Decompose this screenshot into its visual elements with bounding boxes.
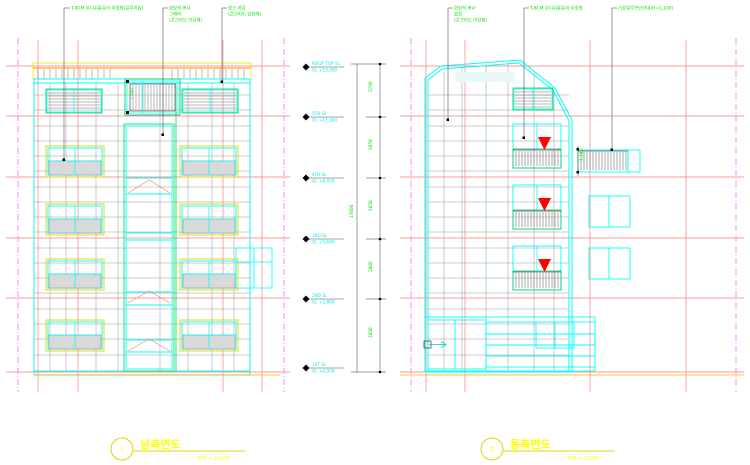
level-mark-3f: 3RD SL GL +5,600 bbox=[302, 233, 344, 245]
annex-block-south bbox=[235, 247, 273, 289]
sash-height-label: 1,200 bbox=[129, 88, 134, 100]
south-elevation-view: 1,200 bbox=[6, 5, 290, 392]
elevation-marker-icon bbox=[538, 137, 551, 150]
level-and-dimension-column: ROOF TOP SL GL +13,600 5TH SL GL +11,300… bbox=[302, 61, 386, 374]
annotation-text: T-8CM 온디쉬롱유리 이중창(알루미늄) bbox=[70, 5, 144, 12]
view-number-circle bbox=[480, 437, 504, 461]
overall-dimension-value: 13600 bbox=[349, 204, 354, 218]
annotation-east-3: 기성알루민난간대(H=1,100) bbox=[618, 5, 674, 12]
balcony-window-2f-left bbox=[45, 258, 105, 291]
view-title: 남측면도 bbox=[140, 437, 180, 451]
louver-window-east-5f bbox=[512, 87, 554, 111]
annotation-east-1: 화강석 버너 슬럽 (콘크리트 마감재) bbox=[454, 5, 487, 24]
parapet-louver-south bbox=[37, 69, 245, 79]
east-elevation-view: 1,100 bbox=[400, 5, 744, 392]
leader-lines-south bbox=[62, 7, 227, 161]
annotation-south-3: 징크 마감 (콘크리트 강화재) bbox=[228, 5, 261, 18]
balcony-window-2f-right bbox=[179, 258, 239, 291]
stair-tower-south bbox=[123, 123, 175, 372]
elevation-marker-icon bbox=[538, 198, 551, 211]
level-elevation: GL +13,600 bbox=[312, 68, 337, 73]
leader-lines-east bbox=[446, 7, 617, 151]
level-name: 1ST SL bbox=[312, 362, 327, 367]
dimension-value: 2850 bbox=[368, 139, 373, 150]
dimension-chain: 2700 2850 2850 2800 2800 13600 bbox=[349, 62, 386, 374]
annotation-text: 슬럽 bbox=[454, 11, 462, 18]
level-elevation: GL +11,300 bbox=[312, 118, 337, 123]
annotation-south-1: T-8CM 온디쉬롱유리 이중창(알루미늄) bbox=[70, 5, 144, 12]
annotation-text: 화강석 버너 bbox=[169, 5, 191, 12]
view-number: 1 bbox=[120, 446, 124, 454]
side-window-east-2f bbox=[588, 247, 631, 280]
centerlines-south bbox=[17, 38, 285, 392]
view-number: 2 bbox=[490, 446, 494, 454]
annotation-text: T-8CM 온디쉬롱유리 이중창 bbox=[529, 5, 583, 12]
ground-floor-east bbox=[424, 316, 596, 372]
dimension-value: 2800 bbox=[368, 261, 373, 272]
annotation-text: 기성알루민난간대(H=1,100) bbox=[618, 5, 674, 12]
balcony-window-4f-left bbox=[45, 145, 105, 178]
balcony-east-3f bbox=[512, 184, 562, 230]
side-window-east-3f bbox=[588, 195, 631, 228]
title-block-east[interactable]: 2 동측면도 축척 = 1/100 bbox=[480, 437, 615, 462]
level-mark-5f: 5TH SL GL +11,300 bbox=[302, 111, 344, 123]
annotation-east-2: T-8CM 온디쉬롱유리 이중창 bbox=[529, 5, 583, 12]
dimension-value: 2850 bbox=[368, 200, 373, 211]
balcony-east-4f bbox=[512, 123, 562, 169]
entrance-door-marker bbox=[423, 340, 447, 349]
view-scale: 축척 = 1/100 bbox=[197, 454, 229, 462]
balcony-east-2f bbox=[512, 245, 562, 291]
annotation-text: 징크 마감 bbox=[228, 5, 246, 12]
elevation-marker-icon bbox=[538, 259, 551, 272]
level-marks: ROOF TOP SL GL +13,600 5TH SL GL +11,300… bbox=[302, 61, 344, 374]
roof-label-plate bbox=[455, 72, 515, 82]
balcony-window-1f-left bbox=[45, 319, 105, 352]
railing-detail-east: 1,100 bbox=[576, 146, 641, 176]
view-title: 동측면도 bbox=[510, 437, 550, 451]
level-elevation: GL +0,000 bbox=[312, 369, 335, 374]
louver-window-5f-left bbox=[45, 88, 103, 114]
rail-height-label: 1,100 bbox=[579, 149, 584, 161]
level-mark-4f: 4TH SL GL +8,450 bbox=[302, 172, 344, 184]
annotation-text: 그래버 bbox=[169, 11, 181, 18]
balcony-window-1f-right bbox=[179, 319, 239, 352]
level-name: ROOF TOP SL bbox=[312, 61, 341, 66]
view-scale: 축척 = 1/100 bbox=[567, 454, 599, 462]
level-mark-roof: ROOF TOP SL GL +13,600 bbox=[302, 61, 344, 73]
centerlines-east bbox=[410, 38, 737, 392]
dimension-value: 2700 bbox=[368, 81, 373, 92]
dimension-value: 2800 bbox=[368, 327, 373, 338]
grid-lines-south bbox=[6, 40, 290, 392]
level-name: 2ND SL bbox=[312, 293, 328, 298]
annotation-text: 화강석 버너 bbox=[454, 5, 476, 12]
level-elevation: GL +5,600 bbox=[312, 240, 335, 245]
annotation-south-2: 화강석 버너 그래버 (콘크리트 마감재) bbox=[169, 5, 202, 24]
annotation-text: (콘크리트 마감재) bbox=[169, 17, 202, 24]
balcony-window-4f-right bbox=[179, 145, 239, 178]
balcony-window-3f-left bbox=[45, 203, 105, 236]
dimension-arrow-dots bbox=[378, 62, 382, 374]
level-name: 4TH SL bbox=[312, 172, 327, 177]
building-outline-east bbox=[424, 59, 573, 373]
annotation-text: (콘크리트 강화재) bbox=[228, 11, 261, 18]
annotation-text: (콘크리트 마감재) bbox=[454, 17, 487, 24]
louver-window-5f-right bbox=[181, 88, 239, 114]
title-block-south[interactable]: 1 남측면도 축척 = 1/100 bbox=[110, 437, 245, 462]
level-elevation: GL +8,450 bbox=[312, 179, 335, 184]
level-mark-1f: 1ST SL GL +0,000 bbox=[302, 362, 344, 374]
level-elevation: GL +2,800 bbox=[312, 300, 335, 305]
level-name: 3RD SL bbox=[312, 233, 328, 238]
level-mark-2f: 2ND SL GL +2,800 bbox=[302, 293, 344, 305]
view-number-circle bbox=[110, 437, 134, 461]
level-name: 5TH SL bbox=[312, 111, 327, 116]
balcony-window-3f-right bbox=[179, 203, 239, 236]
